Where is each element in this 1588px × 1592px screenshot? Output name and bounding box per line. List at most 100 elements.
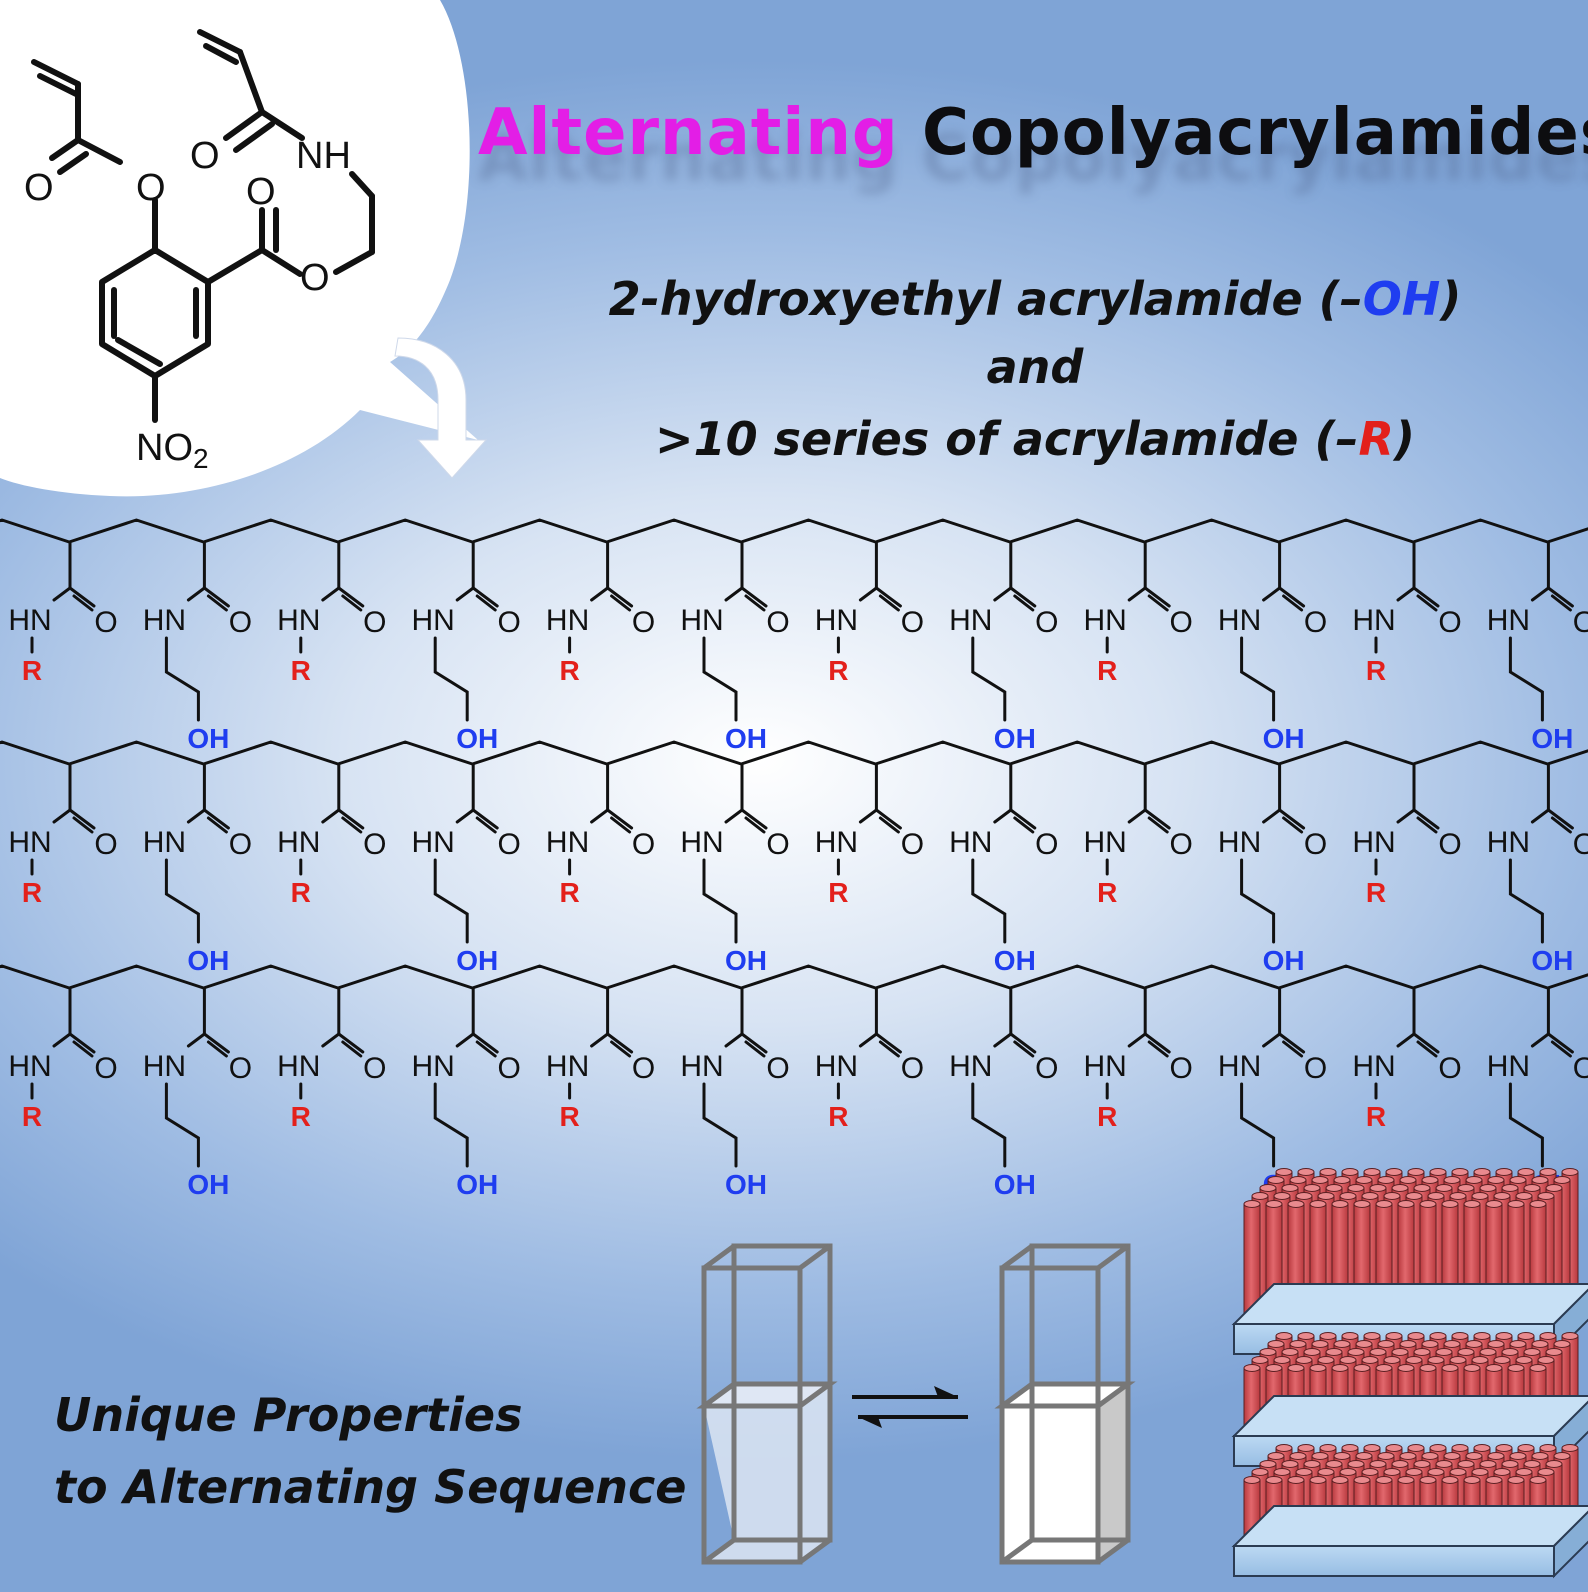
- r-unit: HN O R: [1084, 986, 1193, 1132]
- carbonyl-o-label: O: [632, 828, 655, 861]
- carbonyl-o-label: O: [363, 606, 386, 639]
- carbonyl-o-label: O: [94, 1052, 117, 1085]
- oh-label: OH: [187, 1169, 229, 1200]
- oh-label: OH: [1263, 723, 1305, 754]
- subtitle-1-prefix: 2-hydroxyethyl acrylamide (–: [608, 272, 1363, 326]
- carbonyl-o-label: O: [1035, 1052, 1058, 1085]
- hn-label: HN: [277, 1050, 320, 1083]
- monomer-bubble: O O O NH O O NO2: [0, 0, 488, 497]
- tagline-line-2: to Alternating Sequence: [54, 1460, 687, 1514]
- hn-label: HN: [1084, 604, 1127, 637]
- hn-label: HN: [412, 604, 455, 637]
- subtitle-line-2: and: [986, 340, 1084, 394]
- r-label: R: [828, 655, 848, 686]
- hn-label: HN: [8, 604, 51, 637]
- oh-label: OH: [187, 723, 229, 754]
- r-label: R: [22, 1101, 42, 1132]
- carbonyl-o-label: O: [1573, 828, 1588, 861]
- carbonyl-o-label: O: [229, 606, 252, 639]
- hn-label: HN: [143, 604, 186, 637]
- hn-label: HN: [1352, 1050, 1395, 1083]
- oh-unit: HN O OH: [143, 986, 252, 1200]
- hn-label: HN: [949, 1050, 992, 1083]
- hn-label: HN: [1218, 1050, 1261, 1083]
- oh-label: OH: [187, 945, 229, 976]
- subtitle-line-3: >10 series of acrylamide (–R): [540, 412, 1530, 466]
- subtitle-3-prefix: >10 series of acrylamide (–: [655, 412, 1359, 466]
- r-label: R: [1366, 1101, 1386, 1132]
- carbonyl-o-label: O: [766, 606, 789, 639]
- speech-bubble-icon: [0, 0, 478, 497]
- r-label: R: [1366, 877, 1386, 908]
- tagline-line-1: Unique Properties: [54, 1388, 523, 1442]
- r-unit: HN O R: [1352, 762, 1462, 908]
- monomer-structure: [31, 29, 375, 423]
- oh-label: OH: [1531, 945, 1573, 976]
- subtitle-3-suffix: ): [1393, 412, 1415, 466]
- oh-label: OH: [725, 1169, 767, 1200]
- carbonyl-o-label: O: [1438, 606, 1461, 639]
- carbonyl-o-label: O: [1304, 1052, 1327, 1085]
- equilibrium-arrows-icon: [852, 1386, 968, 1428]
- carbonyl-o-label: O: [498, 1052, 521, 1085]
- atom-label: NO2: [136, 427, 209, 474]
- r-label: R: [559, 655, 579, 686]
- title-main: Copolyacrylamides: [921, 96, 1588, 170]
- hn-label: HN: [1084, 1050, 1127, 1083]
- r-label: R: [559, 1101, 579, 1132]
- title-accent: Alternating: [478, 96, 899, 170]
- r-label: R: [291, 655, 311, 686]
- carbonyl-o-label: O: [901, 606, 924, 639]
- hn-label: HN: [680, 604, 723, 637]
- carbonyl-o-label: O: [229, 1052, 252, 1085]
- hn-label: HN: [680, 826, 723, 859]
- hn-label: HN: [1218, 604, 1261, 637]
- r-label: R: [1097, 1101, 1117, 1132]
- r-unit: HN O R: [277, 540, 386, 686]
- hn-label: HN: [1352, 826, 1395, 859]
- subtitle-line-1: 2-hydroxyethyl acrylamide (–OH): [540, 272, 1530, 326]
- atom-label: O: [300, 257, 330, 299]
- cuvette-liquid: [704, 1384, 830, 1562]
- atom-label: O: [136, 167, 166, 209]
- hn-label: HN: [143, 1050, 186, 1083]
- carbonyl-o-label: O: [1035, 828, 1058, 861]
- hn-label: HN: [1218, 826, 1261, 859]
- carbonyl-o-label: O: [1573, 606, 1588, 639]
- oh-label: OH: [994, 945, 1036, 976]
- oh-label: OH: [456, 723, 498, 754]
- r-label: R: [291, 1101, 311, 1132]
- carbonyl-o-label: O: [1170, 828, 1193, 861]
- monomer-atom-labels: O O O NH O O NO2: [24, 135, 351, 474]
- carbonyl-o-label: O: [1573, 1052, 1588, 1085]
- oh-label: OH: [1531, 723, 1573, 754]
- carbonyl-o-label: O: [229, 828, 252, 861]
- r-label: R: [1366, 655, 1386, 686]
- carbonyl-o-label: O: [1170, 1052, 1193, 1085]
- carbonyl-o-label: O: [1438, 828, 1461, 861]
- subtitle-1-suffix: ): [1440, 272, 1462, 326]
- hn-label: HN: [277, 604, 320, 637]
- r-label: R: [828, 1101, 848, 1132]
- curved-arrow-icon: [394, 337, 488, 479]
- atom-label: O: [246, 171, 276, 213]
